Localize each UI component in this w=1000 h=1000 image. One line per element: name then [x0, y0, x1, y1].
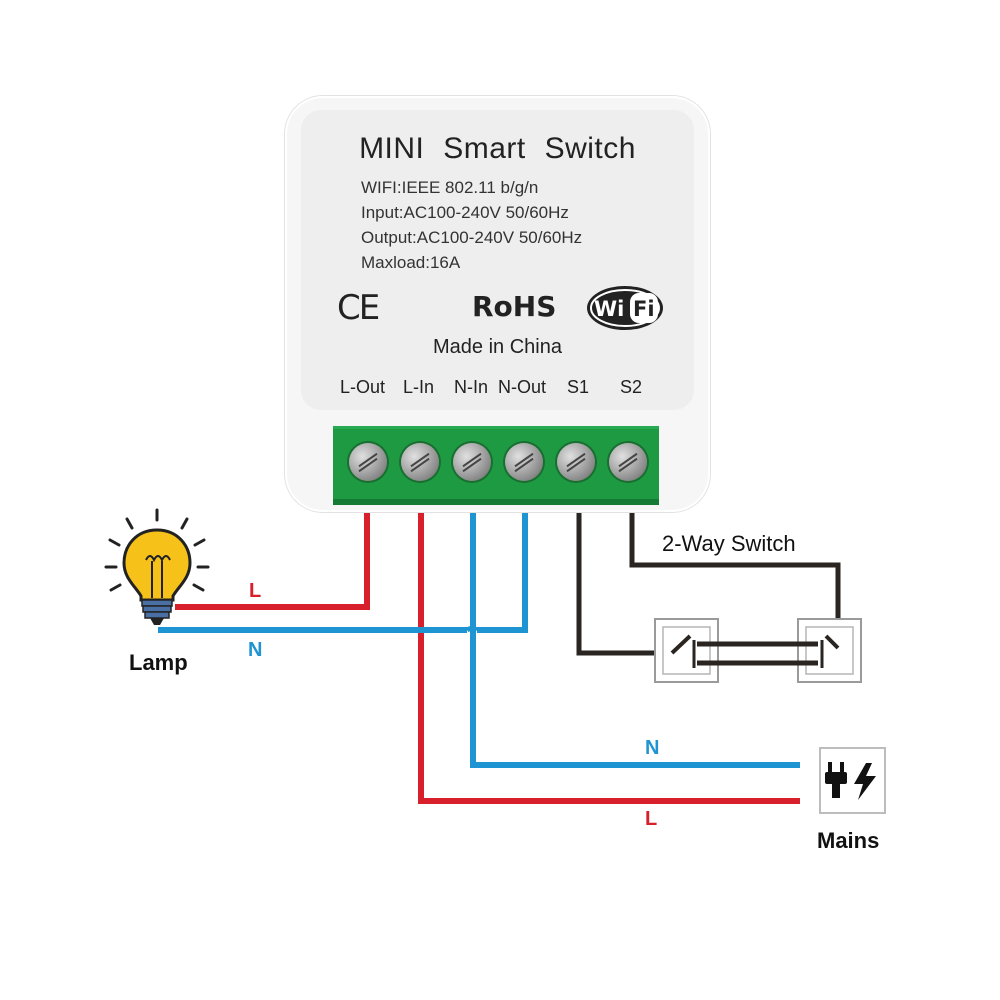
wire-l-out	[175, 512, 370, 610]
two-way-switch-label: 2-Way Switch	[662, 531, 796, 556]
ce-mark: CE	[337, 288, 380, 328]
wire-label-mains-live: L	[645, 808, 658, 830]
wifi-logo-icon: Wi Fi	[587, 286, 663, 330]
device-label-panel	[301, 110, 694, 410]
wire-s2	[629, 512, 841, 646]
lightbulb-icon	[104, 508, 210, 625]
terminal-label-l-out: L-Out	[340, 377, 386, 397]
spec-output: Output:AC100-240V 50/60Hz	[361, 228, 583, 247]
plug-lightning-icon	[819, 747, 886, 814]
wire-n-out	[158, 512, 528, 633]
terminal-label-s1: S1	[567, 377, 590, 397]
wire-n-in	[470, 512, 800, 768]
svg-text:Fi: Fi	[633, 297, 655, 321]
screw-terminal-l-in[interactable]	[401, 443, 439, 481]
device-title: MINI Smart Switch	[359, 132, 636, 165]
screw-terminal-n-out[interactable]	[505, 443, 543, 481]
wire-label-lamp-neutral: N	[248, 639, 263, 661]
terminal-label-l-in: L-In	[403, 377, 435, 397]
terminal-label-s2: S2	[620, 377, 643, 397]
smart-switch-device: MINI Smart Switch WIFI:IEEE 802.11 b/g/n…	[285, 96, 710, 512]
wire-s1	[576, 512, 670, 656]
terminal-label-n-out: N-Out	[498, 377, 547, 397]
screw-terminal-l-out[interactable]	[349, 443, 387, 481]
wire-label-mains-neutral: N	[645, 737, 660, 759]
terminal-label-n-in: N-In	[454, 377, 489, 397]
origin-label: Made in China	[433, 336, 562, 358]
lamp-label: Lamp	[129, 650, 188, 675]
spec-maxload: Maxload:16A	[361, 253, 461, 272]
wire-l-in	[418, 512, 800, 804]
spec-wifi: WIFI:IEEE 802.11 b/g/n	[361, 178, 539, 197]
rohs-mark: RoHS	[472, 290, 557, 323]
spec-input: Input:AC100-240V 50/60Hz	[361, 203, 569, 222]
screw-terminal-s2[interactable]	[609, 443, 647, 481]
mains-label: Mains	[817, 828, 880, 853]
wifi-logo-text: Wi	[594, 297, 624, 321]
screw-terminal-s1[interactable]	[557, 443, 595, 481]
terminal-block	[333, 426, 659, 505]
two-way-switch-icon	[654, 618, 862, 683]
wire-label-lamp-live: L	[249, 580, 262, 602]
screw-terminal-n-in[interactable]	[453, 443, 491, 481]
wire-n-out-hop	[465, 626, 479, 633]
